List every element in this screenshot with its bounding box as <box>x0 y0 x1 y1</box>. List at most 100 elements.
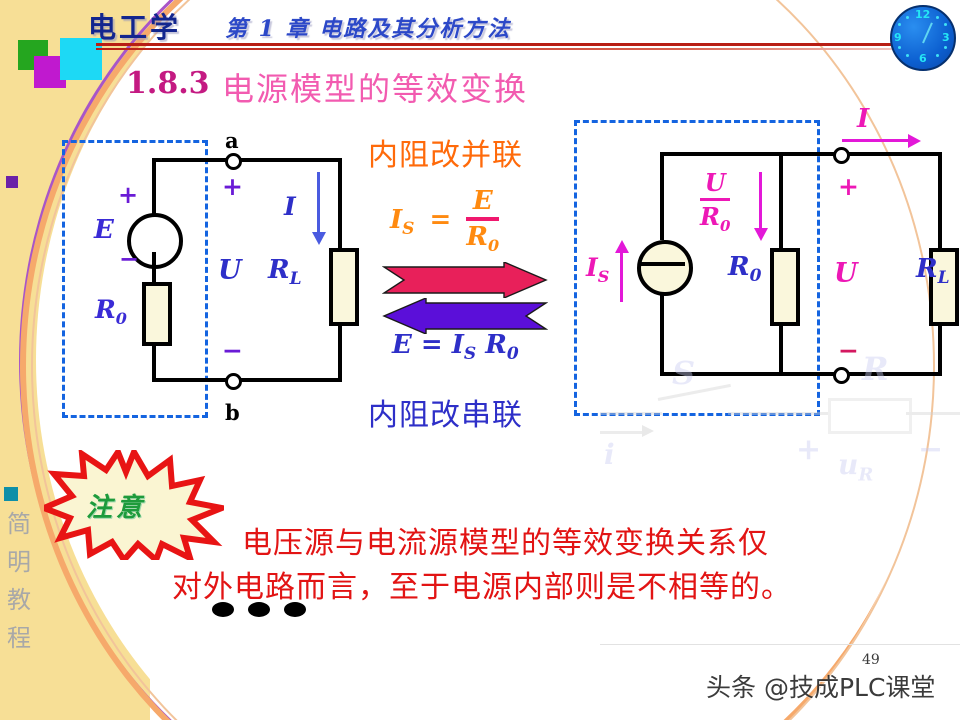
right-wire-mid-lower <box>779 318 783 376</box>
arrow-right-convert <box>382 262 548 298</box>
bullet-square-purple <box>6 176 18 188</box>
fraction-bar-right <box>700 198 731 201</box>
label-u-minus-right: − <box>838 336 859 365</box>
label-current-i-left: I <box>284 192 296 221</box>
equation-is-sub: S <box>463 344 477 365</box>
watermark-current-arrow-shaft <box>600 431 646 434</box>
fraction-denominator-r0: R0 <box>466 222 500 256</box>
label-current-i-right: I <box>857 104 870 134</box>
notice-dots <box>212 602 320 621</box>
terminal-node-right-top <box>833 147 850 164</box>
page-title: 电源模型的等效变换 <box>222 70 529 108</box>
watermark-wire-mid <box>728 412 828 415</box>
right-source-boundary <box>574 120 820 416</box>
sidebar-vertical-text: 简 明 教 程 <box>2 505 36 657</box>
left-wire-bottom <box>152 378 342 382</box>
equation-e-equals: E = I <box>392 330 464 360</box>
label-u-plus: + <box>222 172 243 201</box>
left-wire-top <box>152 158 342 162</box>
equation-r-tail: R <box>476 330 507 360</box>
fraction-e-over-r0: E R0 <box>466 186 500 256</box>
right-wire-bottom <box>660 372 942 376</box>
watermark-wire-right <box>906 412 960 415</box>
label-source-minus: − <box>119 244 140 273</box>
clock-number-12: 12 <box>915 8 931 21</box>
left-wire-right-lower <box>338 318 342 382</box>
fraction-numerator-e: E <box>472 186 493 216</box>
watermark-circuit: S R i + uR − <box>600 350 960 520</box>
terminal-node-right-bottom <box>833 367 850 384</box>
sidebar-char-2: 教 <box>7 586 31 614</box>
branch-current-arrow-head <box>754 228 768 241</box>
left-source-boundary <box>62 140 208 418</box>
caption-series: 内阻改串联 <box>368 398 523 433</box>
sidebar-char-3: 程 <box>7 624 31 652</box>
equation-current-source: IS = E R0 <box>390 186 500 256</box>
clock-tick-11 <box>906 16 909 19</box>
resistor-rl-right <box>929 248 959 326</box>
equation-r0-sub: 0 <box>506 344 519 365</box>
notice-line-2: 对外电路而言，至于电源内部则是不相等的。 <box>172 570 792 605</box>
clock-tick-10 <box>898 23 901 26</box>
current-source-symbol <box>637 240 693 296</box>
clock-hand <box>922 22 933 44</box>
clock-tick-8 <box>898 46 901 49</box>
watermark-resistor <box>828 398 912 434</box>
notice-line-1: 电压源与电流源模型的等效变换关系仅 <box>242 526 769 561</box>
clock-number-6: 6 <box>919 52 927 65</box>
watermark-label-plus: + <box>796 432 822 467</box>
sidebar-char-0: 简 <box>7 510 31 538</box>
label-resistor-rl-right: RL <box>916 254 950 289</box>
resistor-rl-left <box>329 248 359 326</box>
fraction-numerator-u: U <box>704 168 726 197</box>
voltage-source-symbol <box>127 213 183 269</box>
clock-number-9: 9 <box>894 31 902 44</box>
equation-voltage-source: E = IS R0 <box>392 330 519 364</box>
fraction-denominator-r0-right: R0 <box>700 202 731 235</box>
branch-current-arrow-shaft <box>759 172 762 230</box>
current-arrow-left-head <box>312 232 326 245</box>
clock-tick-5 <box>936 54 939 57</box>
equation-is-symbol: IS <box>390 204 415 239</box>
is-arrow-head <box>615 240 629 253</box>
watermark-label-ur: uR <box>838 448 874 486</box>
current-source-bar <box>641 262 685 266</box>
sidebar-char-1: 明 <box>7 548 31 576</box>
notice-starburst <box>44 450 224 560</box>
watermark-label-minus: − <box>918 432 944 467</box>
chapter-title: 第 1 章 电路及其分析方法 <box>225 16 512 42</box>
watermark-label-i: i <box>604 438 615 471</box>
resistor-r0-right <box>770 248 800 326</box>
label-emf-e: E <box>94 215 114 245</box>
page-title-number: 1.8.3 <box>126 66 210 101</box>
current-arrow-right-shaft <box>842 139 910 142</box>
right-wire-left-lower <box>660 288 664 376</box>
terminal-node-a <box>225 153 242 170</box>
resistor-r0-left <box>142 282 172 346</box>
header-rule-bottom <box>96 48 932 50</box>
terminal-node-b <box>225 373 242 390</box>
notice-badge-label: 注意 <box>86 493 147 523</box>
arrow-left-convert <box>382 298 548 334</box>
bullet-square-teal <box>4 487 18 501</box>
label-is-right: IS <box>586 253 610 286</box>
watermark-label-r: R <box>862 350 889 388</box>
right-wire-right-lower <box>938 318 942 376</box>
left-wire-left-lower <box>152 338 156 382</box>
header-rule-top <box>96 43 932 46</box>
caption-parallel: 内阻改并联 <box>368 138 523 173</box>
watermark-wire-left <box>600 412 662 415</box>
label-voltage-u-left: U <box>218 255 242 286</box>
watermark-label-s: S <box>672 354 696 392</box>
label-resistor-r0-right: R0 <box>728 252 762 287</box>
equation-equals-top: = <box>429 204 452 235</box>
page-number: 49 <box>862 652 880 668</box>
label-resistor-r0-left: R0 <box>95 295 127 328</box>
label-u-plus-right: + <box>838 172 859 201</box>
is-arrow-shaft <box>620 252 623 302</box>
current-arrow-left-shaft <box>317 172 320 234</box>
label-source-plus: + <box>118 180 139 209</box>
label-node-b: b <box>225 400 240 425</box>
right-wire-right-upper <box>938 152 942 248</box>
